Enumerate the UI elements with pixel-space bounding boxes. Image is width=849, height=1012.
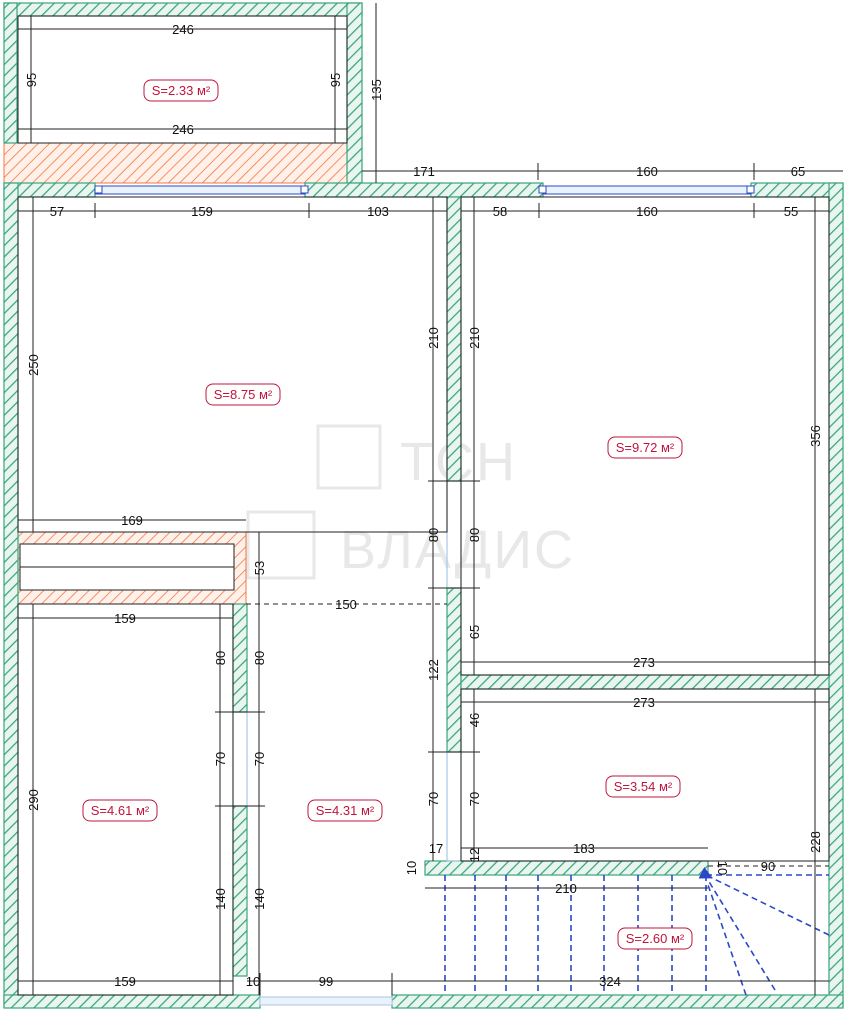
dim-label: 70 <box>467 792 482 806</box>
dim-label: 160 <box>636 204 658 219</box>
area-balcony: S=2.33 м² <box>143 79 219 102</box>
dim-label: 250 <box>26 354 41 376</box>
dim-label: 10 <box>246 974 260 989</box>
room-outlines <box>17 15 830 996</box>
dim-label: 65 <box>467 625 482 639</box>
dimension-lines <box>18 3 843 995</box>
dim-label: 53 <box>252 561 267 575</box>
dim-label: 17 <box>429 841 443 856</box>
windows <box>94 185 755 1006</box>
area-label-room-left-top: S=8.75 м² <box>214 387 273 402</box>
dim-label: 135 <box>369 79 384 101</box>
dim-label: 80 <box>252 651 267 665</box>
dim-label: 80 <box>426 528 441 542</box>
dim-label: 99 <box>319 974 333 989</box>
dim-label: 246 <box>172 122 194 137</box>
area-room-left-bottom: S=4.61 м² <box>82 799 158 822</box>
dim-label: 246 <box>172 22 194 37</box>
area-room-corridor: S=4.31 м² <box>307 799 383 822</box>
dim-label: 273 <box>633 655 655 670</box>
dim-label: 10 <box>404 861 419 875</box>
dim-label: 159 <box>114 611 136 626</box>
dim-label: 159 <box>114 974 136 989</box>
area-label-stair: S=2.60 м² <box>626 931 685 946</box>
dim-label: 70 <box>213 752 228 766</box>
dim-label: 159 <box>191 204 213 219</box>
watermark-logo-icon <box>316 424 382 490</box>
area-label-balcony: S=2.33 м² <box>152 83 211 98</box>
dim-label: 324 <box>599 974 621 989</box>
dim-label: 95 <box>24 73 39 87</box>
dim-label: 171 <box>413 164 435 179</box>
walls <box>3 2 844 1009</box>
dim-label: 80 <box>467 528 482 542</box>
area-labels: S=2.33 м² S=8.75 м² S=9.72 м² S=4.61 м² … <box>82 79 693 950</box>
dimension-labels: 246 246 95 95 135 57 159 103 171 160 65 … <box>24 22 823 989</box>
dim-label: 55 <box>784 204 798 219</box>
dim-label: 90 <box>761 859 775 874</box>
dim-label: 12 <box>467 848 482 862</box>
dim-label: 150 <box>335 597 357 612</box>
dim-label: 290 <box>26 789 41 811</box>
area-label-room-left-bottom: S=4.61 м² <box>91 803 150 818</box>
dim-label: 228 <box>808 831 823 853</box>
watermark-house-icon <box>246 510 316 580</box>
area-stair: S=2.60 м² <box>617 927 693 950</box>
dim-label: 70 <box>252 752 267 766</box>
dim-label: 103 <box>367 204 389 219</box>
watermark: ТСН ВЛАДИС <box>246 424 575 580</box>
dim-label: 140 <box>252 888 267 910</box>
dim-label: 356 <box>808 425 823 447</box>
area-room-left-top: S=8.75 м² <box>205 383 281 406</box>
dim-label: 140 <box>213 888 228 910</box>
dim-label: 95 <box>328 73 343 87</box>
dim-label: 273 <box>633 695 655 710</box>
dim-label: 122 <box>426 659 441 681</box>
area-label-room-right-top: S=9.72 м² <box>616 440 675 455</box>
demolished-wall-balcony <box>3 142 361 184</box>
dim-label: 57 <box>50 204 64 219</box>
dim-label: 210 <box>426 327 441 349</box>
watermark-bottom-text: ВЛАДИС <box>340 520 575 580</box>
dim-label: 70 <box>426 792 441 806</box>
dim-label: 183 <box>573 841 595 856</box>
area-room-right-top: S=9.72 м² <box>607 436 683 459</box>
dim-label: 65 <box>791 164 805 179</box>
area-room-right-middle: S=3.54 м² <box>605 775 681 798</box>
dim-label: 210 <box>467 327 482 349</box>
dim-label: 160 <box>636 164 658 179</box>
dim-label: 58 <box>493 204 507 219</box>
dim-label: 10 <box>715 861 730 875</box>
dim-label: 46 <box>467 713 482 727</box>
area-label-room-corridor: S=4.31 м² <box>316 803 375 818</box>
area-label-room-right-middle: S=3.54 м² <box>614 779 673 794</box>
dim-label: 210 <box>555 881 577 896</box>
dim-label: 169 <box>121 513 143 528</box>
dim-label: 80 <box>213 651 228 665</box>
